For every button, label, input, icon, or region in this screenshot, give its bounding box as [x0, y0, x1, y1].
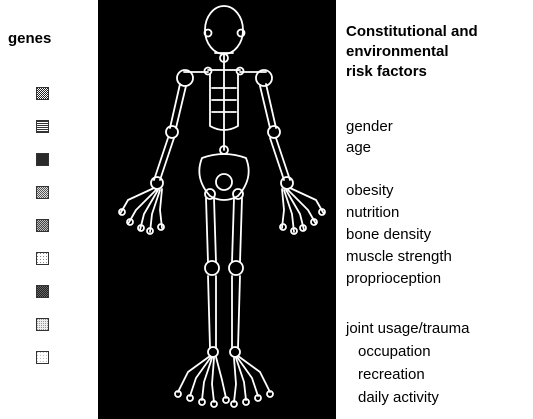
risk-factor-proprioception: proprioception [346, 268, 441, 289]
gene-swatch-8 [36, 318, 49, 331]
risk-factors-title-line-2: environmental [346, 42, 531, 62]
genes-title: genes [8, 30, 51, 47]
gene-swatch-3 [36, 153, 49, 166]
risk-factor-muscle-strength: muscle strength [346, 246, 452, 267]
gene-swatch-1 [36, 87, 49, 100]
risk-factor-gender: gender [346, 116, 393, 137]
risk-factors-title-line-3: risk factors [346, 62, 531, 82]
skeleton-figure [98, 0, 336, 419]
risk-factor-daily-activity: daily activity [358, 387, 439, 408]
risk-factor-obesity: obesity [346, 180, 394, 201]
gene-swatch-2 [36, 120, 49, 133]
gene-swatch-6 [36, 252, 49, 265]
skeleton-panel [98, 0, 336, 419]
gene-swatch-5 [36, 219, 49, 232]
risk-factor-nutrition: nutrition [346, 202, 399, 223]
gene-swatch-7 [36, 285, 49, 298]
gene-swatch-4 [36, 186, 49, 199]
risk-factor-occupation: occupation [358, 341, 431, 362]
risk-factor-recreation: recreation [358, 364, 425, 385]
risk-factor-age: age [346, 137, 371, 158]
risk-factors-title: Constitutional and environmental risk fa… [346, 22, 531, 82]
gene-swatch-9 [36, 351, 49, 364]
risk-factors-title-line-1: Constitutional and [346, 22, 531, 42]
risk-factor-bone-density: bone density [346, 224, 431, 245]
risk-factor-joint-usage: joint usage/trauma [346, 318, 469, 339]
